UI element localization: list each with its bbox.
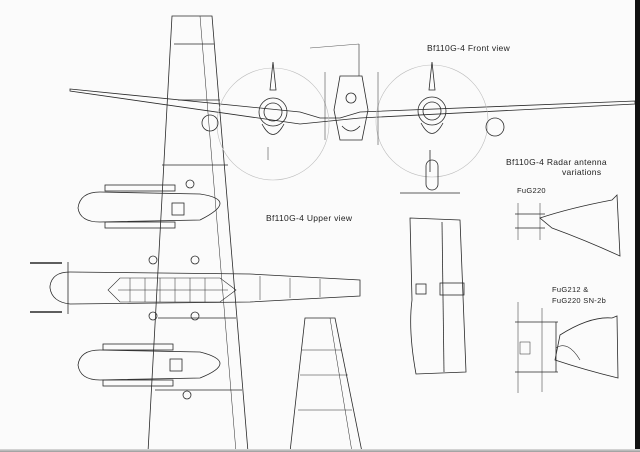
variant-b-label-line2: FuG220 SN-2b <box>552 296 607 305</box>
radar-title-line2: variations <box>562 167 602 177</box>
scan-edge-right <box>635 0 640 452</box>
lower-view-wing-partial <box>289 317 363 452</box>
front-view-label: Bf110G-4 Front view <box>427 43 511 53</box>
upper-view-nacelle-bottom <box>77 343 221 387</box>
variant-a-label: FuG220 <box>517 186 546 195</box>
upper-view-wing <box>147 15 249 452</box>
scan-edge-bottom <box>0 449 640 452</box>
variant-b-label-line1: FuG212 & <box>552 285 589 294</box>
front-view <box>69 43 636 194</box>
radar-title-line1: Bf110G-4 Radar antenna <box>506 157 607 167</box>
radar-variant-a-drawing <box>515 194 621 257</box>
upper-view-fuselage <box>30 262 361 314</box>
upper-view-label: Bf110G-4 Upper view <box>266 213 353 223</box>
upper-view-nacelle-top <box>77 184 221 229</box>
radar-variant-b-drawing <box>515 302 619 393</box>
upper-view-tailplane <box>409 217 467 375</box>
